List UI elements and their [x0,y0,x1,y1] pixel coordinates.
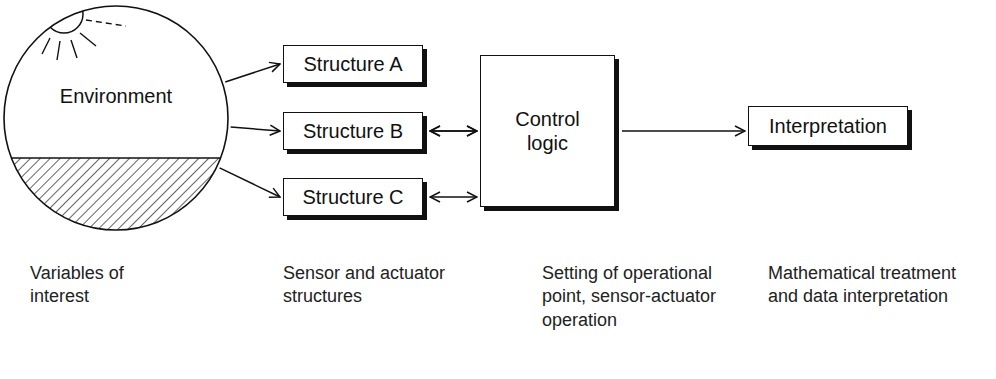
environment-outline [4,6,228,230]
column-caption: Setting of operational point, sensor-act… [542,262,732,332]
sun-rays [42,20,126,60]
process-box: Structure C [283,178,423,216]
node-text: Structure C [302,185,403,209]
connector-arrow [430,130,477,132]
node-text: Control logic [500,107,595,155]
connector-arrow [231,127,280,131]
node-text: Environment [4,84,228,108]
ground-line [0,157,240,159]
ground-hatch [0,158,240,238]
sun-symbol [45,0,83,33]
connector-arrow [225,64,280,82]
connector-arrow [220,168,280,197]
connector-arrow [430,130,477,132]
environment-circle: Environment [4,6,228,230]
process-box: Structure A [283,45,423,83]
node-text: Structure A [304,52,403,76]
process-box: Interpretation [748,106,908,146]
column-caption: Variables of interest [30,262,150,309]
process-box: Control logic [480,55,615,207]
column-caption: Mathematical treatment and data interpre… [768,262,983,309]
connector-arrow [430,196,477,198]
node-text: Structure B [303,119,403,143]
connector-arrow [622,130,745,132]
node-text: Interpretation [769,114,887,138]
column-caption: Sensor and actuator structures [283,262,513,309]
process-box: Structure B [283,112,423,150]
